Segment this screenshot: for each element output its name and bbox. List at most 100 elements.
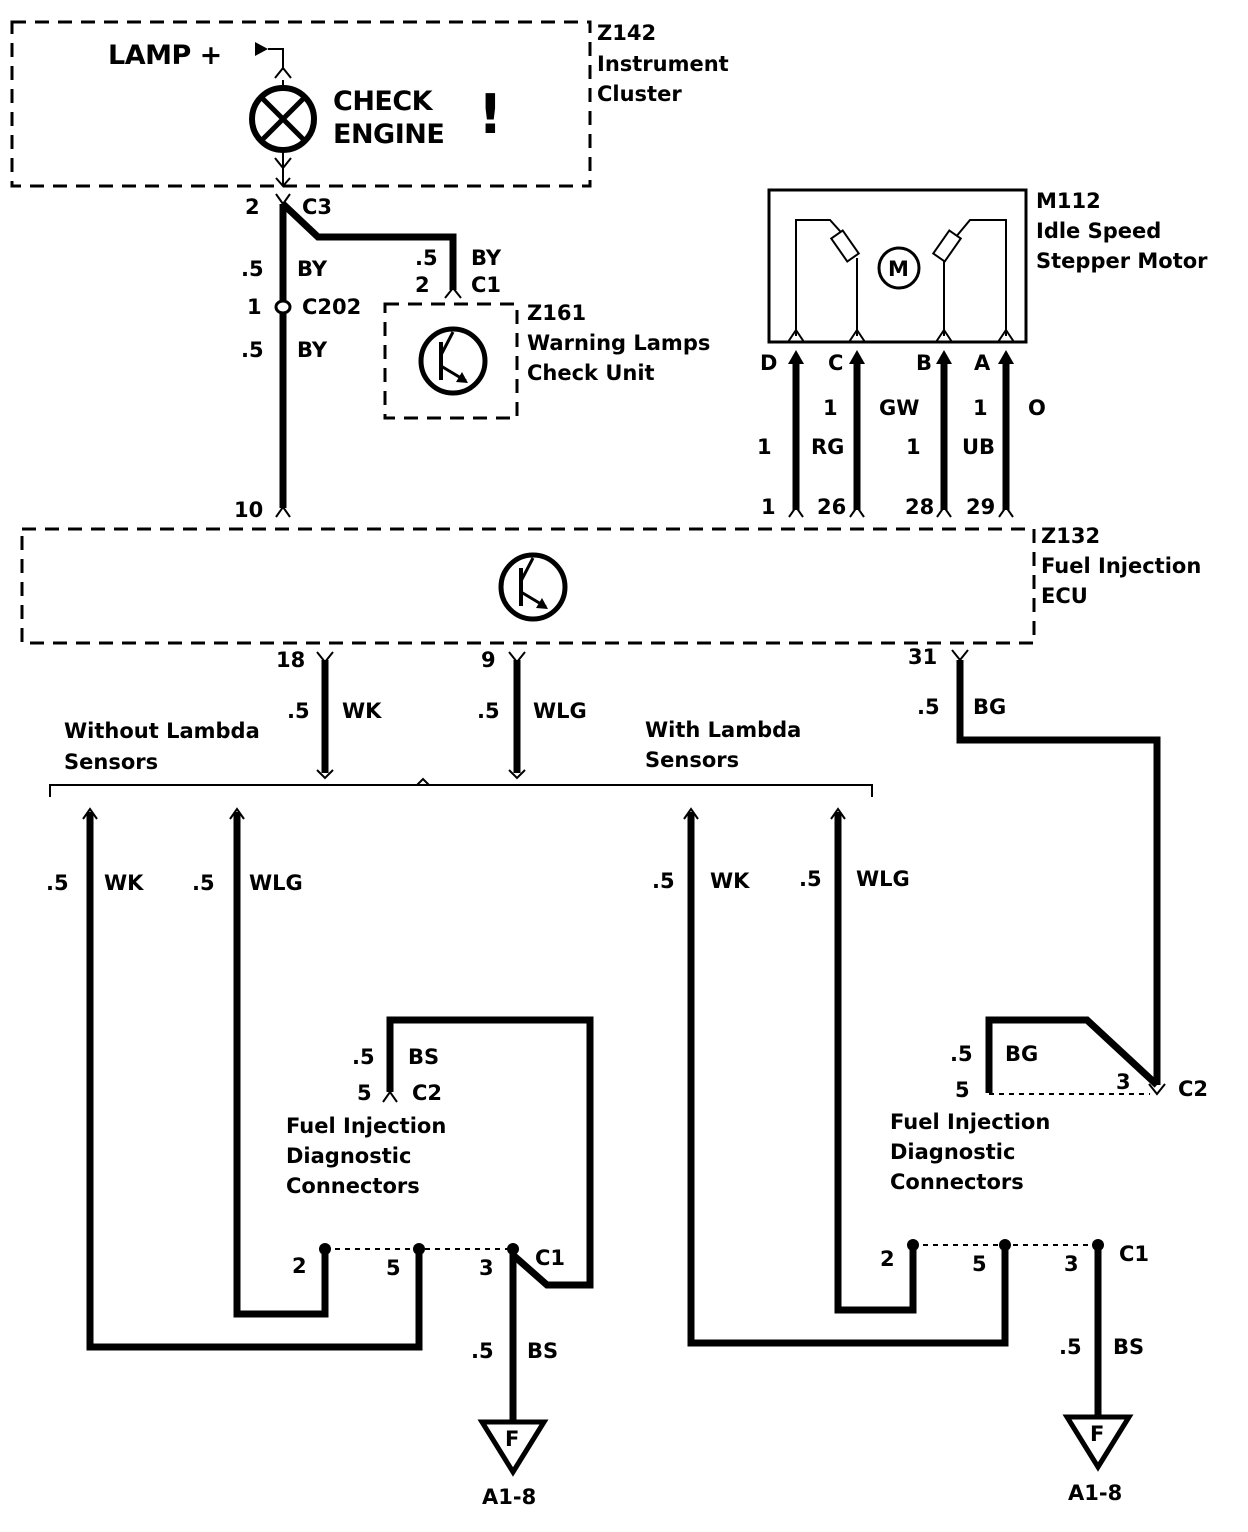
ecu-output-wires <box>316 649 1161 1085</box>
wl-c2-label: C2 <box>412 1081 442 1105</box>
wl-c2-pin: 5 <box>357 1081 372 1105</box>
without-lambda-label-2: Sensors <box>64 750 158 774</box>
wire-b-gauge: 1 <box>906 435 921 459</box>
wtl-connectors-2: Diagnostic <box>890 1140 1015 1164</box>
c3-pin: 2 <box>245 195 260 219</box>
wire-b-color: UB <box>962 435 995 459</box>
motor-symbol: M <box>888 257 909 281</box>
wire-31-gauge: .5 <box>917 695 940 719</box>
wl-bs-gauge: .5 <box>352 1045 375 1069</box>
wl-bs-color: BS <box>408 1045 439 1069</box>
wtl-c1-pin-5: 5 <box>972 1252 987 1276</box>
wl-wlg-color: WLG <box>249 871 303 895</box>
wl-ground-color: BS <box>527 1339 558 1363</box>
wire-d-gauge: 1 <box>757 435 772 459</box>
instrument-cluster-box <box>10 20 592 188</box>
ecu-pin-28: 28 <box>905 495 934 519</box>
z161-color: BY <box>471 246 502 270</box>
wtl-connectors-3: Connectors <box>890 1170 1024 1194</box>
terminal-d: D <box>760 351 777 375</box>
ecu-code: Z132 <box>1041 524 1100 548</box>
wl-wk-color: WK <box>104 871 144 895</box>
wire-c-color: GW <box>879 396 919 420</box>
with-lambda-branch <box>683 807 1166 1472</box>
c3-connector-icon <box>275 193 291 206</box>
wire-a-gauge: 1 <box>973 396 988 420</box>
ecu-pin-26: 26 <box>817 495 846 519</box>
motor-icon <box>877 246 921 290</box>
wtl-ground-ref: A1-8 <box>1068 1481 1122 1505</box>
warning-mark: ! <box>478 83 503 146</box>
ground-icon-left <box>477 1419 549 1477</box>
z161-box <box>383 302 519 420</box>
wire-a-color: O <box>1028 396 1046 420</box>
instrument-cluster-code: Z142 <box>597 21 656 45</box>
fuel-injection-ecu: 10 1 26 28 29 Z132 Fuel Injection ECU 18… <box>20 495 1201 672</box>
wl-connectors-1: Fuel Injection <box>286 1114 446 1138</box>
ecu-box <box>20 527 1036 645</box>
instrument-cluster-name-2: Cluster <box>597 82 682 106</box>
wl-c1-label: C1 <box>535 1246 565 1270</box>
ground-icon-right <box>1062 1414 1134 1472</box>
ecu-pin-10: 10 <box>234 498 263 522</box>
by-color-top: BY <box>297 257 328 281</box>
z161-connector: C1 <box>471 273 501 297</box>
check-engine-lamp-icon <box>249 80 317 188</box>
lamp-plus-label: LAMP + <box>108 40 222 71</box>
c202-splice-icon <box>274 299 292 315</box>
wtl-c1-pin-2: 2 <box>880 1247 895 1271</box>
c202-pin: 1 <box>247 295 262 319</box>
wire-18-color: WK <box>342 699 382 723</box>
wire-9-color: WLG <box>533 699 587 723</box>
wl-ground-letter: F <box>505 1427 519 1451</box>
motor-wires <box>788 350 1014 518</box>
ecu-name-1: Fuel Injection <box>1041 554 1201 578</box>
wtl-wlg-color: WLG <box>856 867 910 891</box>
wl-wk-gauge: .5 <box>46 871 69 895</box>
ecu-pin-18: 18 <box>276 648 305 672</box>
terminal-b: B <box>916 351 932 375</box>
wtl-bg-color: BG <box>1005 1042 1038 1066</box>
wire-31-color: BG <box>973 695 1006 719</box>
ecu-pin-31: 31 <box>908 645 937 669</box>
ecu-transistor-icon <box>498 552 568 622</box>
by-gauge-bottom: .5 <box>241 338 264 362</box>
with-lambda-label-2: Sensors <box>645 748 739 772</box>
ecu-pin-1: 1 <box>761 495 776 519</box>
option-brace <box>49 777 873 797</box>
wtl-wk-gauge: .5 <box>652 869 675 893</box>
c202-label: C202 <box>302 295 361 319</box>
z161-gauge: .5 <box>415 246 438 270</box>
with-lambda-label-1: With Lambda <box>645 718 801 742</box>
terminal-c: C <box>828 351 843 375</box>
wl-ground-ref: A1-8 <box>482 1485 536 1509</box>
z161-pin: 2 <box>415 273 430 297</box>
wl-c1-pin-2: 2 <box>292 1254 307 1278</box>
m112-code: M112 <box>1036 189 1101 213</box>
coil-right-icon <box>931 229 963 263</box>
stepper-motor-box <box>767 188 1028 344</box>
by-wire <box>274 201 462 518</box>
m112-name-2: Stepper Motor <box>1036 249 1208 273</box>
z161-name-2: Check Unit <box>527 361 655 385</box>
ecu-pin-29: 29 <box>966 495 995 519</box>
wtl-wk-color: WK <box>710 869 750 893</box>
ecu-pin-9: 9 <box>481 648 496 672</box>
instrument-cluster-name-1: Instrument <box>597 52 729 76</box>
without-lambda-branch <box>82 807 594 1477</box>
wl-c1-pin-3: 3 <box>479 1256 494 1280</box>
terminal-a: A <box>974 351 991 375</box>
wtl-bg-gauge: .5 <box>950 1042 973 1066</box>
wtl-c1-pin-3: 3 <box>1064 1252 1079 1276</box>
check-label: CHECK <box>333 86 434 117</box>
warning-lamps-unit: .5 BY 2 C1 Z161 Warning Lamps Check Unit <box>383 246 710 420</box>
wl-connectors-2: Diagnostic <box>286 1144 411 1168</box>
wl-wlg-gauge: .5 <box>192 871 215 895</box>
transistor-icon <box>418 326 488 396</box>
ecu-name-2: ECU <box>1041 584 1088 608</box>
wtl-ground-letter: F <box>1090 1422 1104 1446</box>
wl-c1-pin-5: 5 <box>386 1256 401 1280</box>
wtl-connectors-1: Fuel Injection <box>890 1110 1050 1134</box>
wtl-c1-label: C1 <box>1119 1242 1149 1266</box>
